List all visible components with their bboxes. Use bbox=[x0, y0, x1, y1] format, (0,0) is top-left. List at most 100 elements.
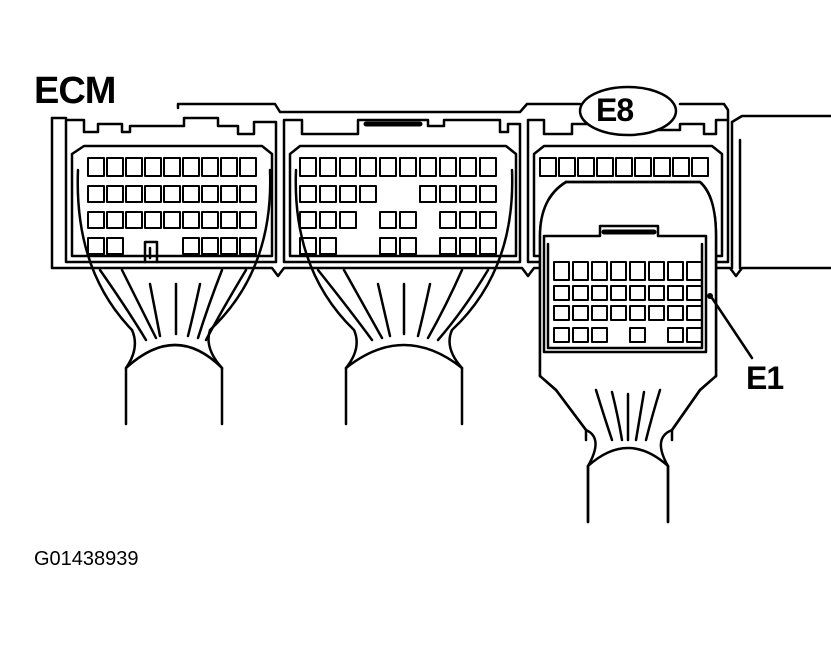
terminal-e1-label: E1 bbox=[746, 360, 784, 396]
terminal-cavity bbox=[459, 237, 477, 255]
terminal-cavity bbox=[239, 157, 257, 177]
terminal-cavity bbox=[591, 285, 608, 301]
terminal-cavity bbox=[667, 261, 684, 281]
terminal-cavity bbox=[634, 157, 652, 177]
terminal-cavity bbox=[379, 211, 397, 229]
terminal-cavity bbox=[359, 157, 377, 177]
terminal-cavity bbox=[439, 211, 457, 229]
terminal-cavity bbox=[319, 157, 337, 177]
terminal-cavity bbox=[319, 237, 337, 255]
terminal-cavity bbox=[299, 185, 317, 203]
e8-plug-cavities bbox=[553, 261, 703, 343]
terminal-cavity bbox=[239, 211, 257, 229]
terminal-cavity bbox=[106, 185, 124, 203]
terminal-cavity bbox=[399, 237, 417, 255]
terminal-cavity bbox=[87, 211, 105, 229]
terminal-cavity bbox=[667, 285, 684, 301]
terminal-cavity bbox=[220, 211, 238, 229]
terminal-cavity bbox=[220, 185, 238, 203]
terminal-cavity bbox=[182, 157, 200, 177]
e8-plug-connector bbox=[538, 180, 718, 524]
terminal-cavity bbox=[479, 157, 497, 177]
terminal-cavity bbox=[691, 157, 709, 177]
terminal-cavity bbox=[591, 305, 608, 321]
terminal-cavity bbox=[439, 237, 457, 255]
terminal-cavity bbox=[239, 237, 257, 255]
wire-harness-2 bbox=[294, 168, 514, 426]
terminal-cavity bbox=[163, 157, 181, 177]
terminal-cavity bbox=[615, 157, 633, 177]
terminal-cavity bbox=[125, 157, 143, 177]
terminal-cavity bbox=[653, 157, 671, 177]
terminal-cavity bbox=[686, 285, 703, 301]
terminal-cavity bbox=[359, 185, 377, 203]
terminal-cavity bbox=[667, 305, 684, 321]
terminal-cavity bbox=[648, 305, 665, 321]
terminal-cavity bbox=[439, 157, 457, 177]
ecm-housing bbox=[50, 102, 831, 278]
terminal-cavity bbox=[686, 261, 703, 281]
ecm-label: ECM bbox=[34, 70, 116, 112]
terminal-cavity bbox=[572, 285, 589, 301]
terminal-cavity bbox=[379, 237, 397, 255]
terminal-cavity bbox=[299, 211, 317, 229]
terminal-cavity bbox=[144, 211, 162, 229]
terminal-cavity bbox=[577, 157, 595, 177]
terminal-cavity bbox=[220, 157, 238, 177]
terminal-cavity bbox=[106, 211, 124, 229]
terminal-cavity bbox=[648, 261, 665, 281]
terminal-cavity bbox=[572, 261, 589, 281]
terminal-cavity bbox=[686, 327, 703, 343]
terminal-cavity bbox=[106, 157, 124, 177]
ecm-connector-3 bbox=[526, 118, 730, 264]
terminal-cavity bbox=[648, 285, 665, 301]
terminal-cavity bbox=[553, 261, 570, 281]
terminal-cavity bbox=[125, 185, 143, 203]
terminal-cavity bbox=[539, 157, 557, 177]
terminal-cavity bbox=[610, 261, 627, 281]
terminal-cavity bbox=[379, 157, 397, 177]
terminal-cavity bbox=[87, 157, 105, 177]
terminal-cavity bbox=[553, 285, 570, 301]
terminal-cavity bbox=[596, 157, 614, 177]
terminal-cavity bbox=[479, 211, 497, 229]
terminal-cavity bbox=[163, 185, 181, 203]
terminal-cavity bbox=[163, 211, 181, 229]
terminal-cavity bbox=[439, 185, 457, 203]
e8-callout bbox=[578, 85, 678, 137]
terminal-cavity bbox=[201, 237, 219, 255]
terminal-cavity bbox=[629, 285, 646, 301]
terminal-cavity bbox=[144, 157, 162, 177]
terminal-cavity bbox=[144, 185, 162, 203]
terminal-cavity bbox=[479, 185, 497, 203]
terminal-cavity bbox=[419, 185, 437, 203]
terminal-cavity bbox=[339, 157, 357, 177]
terminal-cavity bbox=[201, 211, 219, 229]
terminal-cavity bbox=[553, 305, 570, 321]
terminal-cavity bbox=[399, 157, 417, 177]
terminal-cavity bbox=[339, 185, 357, 203]
terminal-cavity bbox=[239, 185, 257, 203]
terminal-cavity bbox=[629, 305, 646, 321]
terminal-cavity bbox=[610, 305, 627, 321]
e1-leader-line bbox=[707, 293, 754, 360]
terminal-cavity bbox=[629, 261, 646, 281]
terminal-cavity bbox=[299, 237, 317, 255]
terminal-cavity bbox=[591, 261, 608, 281]
terminal-cavity bbox=[629, 327, 646, 343]
figure-code: G01438939 bbox=[34, 548, 139, 570]
terminal-cavity bbox=[572, 305, 589, 321]
terminal-cavity bbox=[572, 327, 589, 343]
terminal-cavity bbox=[558, 157, 576, 177]
terminal-cavity bbox=[399, 211, 417, 229]
terminal-cavity bbox=[125, 211, 143, 229]
terminal-cavity bbox=[182, 185, 200, 203]
terminal-cavity bbox=[459, 185, 477, 203]
terminal-cavity bbox=[319, 185, 337, 203]
terminal-cavity bbox=[87, 185, 105, 203]
terminal-cavity bbox=[339, 211, 357, 229]
ecm-connector-1 bbox=[64, 116, 278, 264]
terminal-cavity bbox=[87, 237, 105, 255]
ecm-connector-2 bbox=[282, 118, 522, 264]
